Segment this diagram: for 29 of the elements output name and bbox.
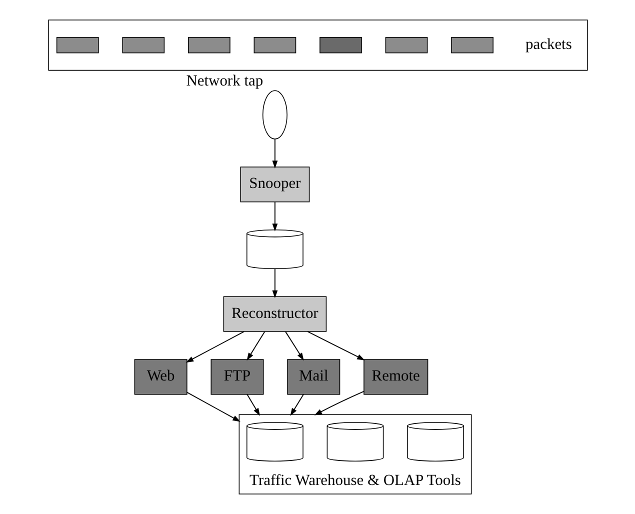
arrow	[272, 138, 278, 168]
node-box	[384, 37, 428, 54]
node-box: Reconstructor	[222, 296, 326, 332]
node-box: Mail	[286, 359, 340, 395]
arrow	[306, 331, 364, 360]
node-box: Snooper	[240, 166, 310, 202]
cluster: Traffic Warehouse & OLAP Tools	[238, 414, 472, 494]
arrow	[246, 331, 265, 361]
node-label: packets	[525, 36, 572, 53]
node-box	[319, 37, 362, 54]
arrow	[272, 268, 278, 298]
node-ellipse	[262, 90, 287, 140]
node-box	[253, 37, 296, 54]
node-box	[450, 37, 493, 54]
node-box: FTP	[210, 359, 264, 395]
node-box	[122, 37, 164, 54]
cluster	[48, 20, 588, 71]
node-box	[188, 37, 230, 54]
node-box: Remote	[363, 359, 428, 395]
arrow	[272, 201, 278, 232]
arrow	[284, 331, 304, 361]
arrow	[186, 392, 240, 422]
node-box: Web	[134, 359, 187, 395]
arrow	[185, 331, 244, 363]
node-box	[56, 37, 98, 54]
node-label: Network tap	[186, 72, 263, 90]
arrow	[314, 390, 364, 416]
arrow	[246, 394, 260, 416]
arrow	[290, 394, 304, 416]
